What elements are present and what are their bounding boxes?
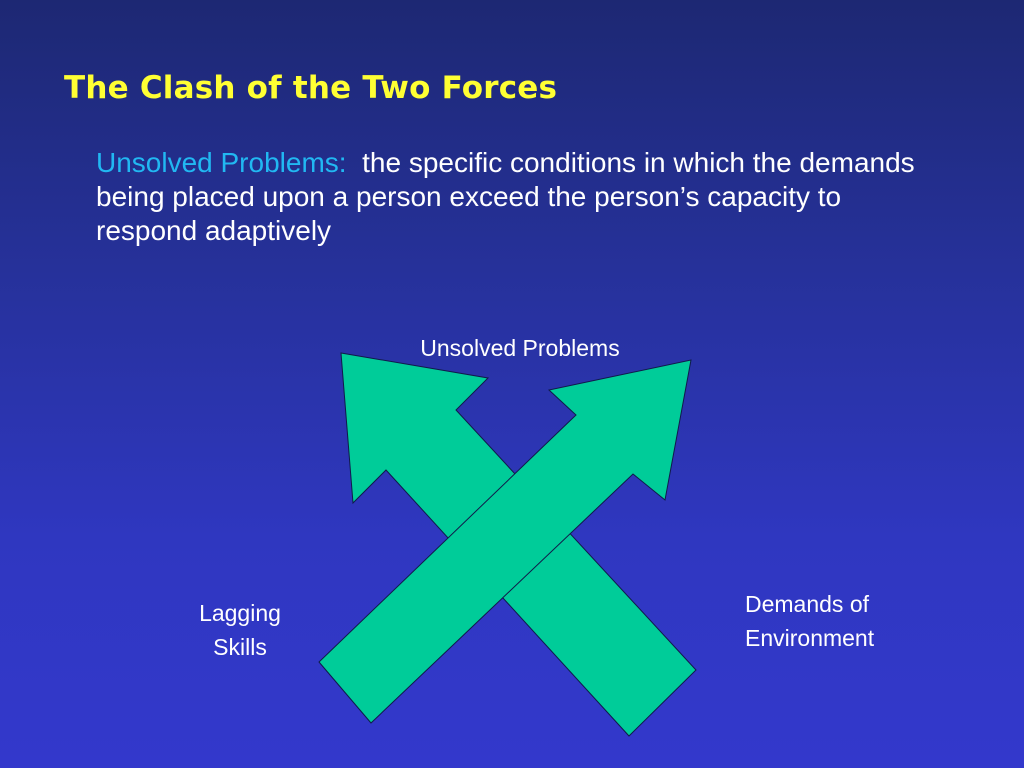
left-pointing-arrow — [340, 352, 697, 737]
right-pointing-arrow — [318, 359, 692, 724]
definition-term: Unsolved Problems: — [96, 147, 347, 178]
definition-body: the specific conditions in which the dem… — [96, 147, 915, 246]
label-demands-line-2: Environment — [745, 625, 875, 651]
label-lagging-skills: Lagging Skills — [170, 596, 310, 664]
slide-title: The Clash of the Two Forces — [64, 70, 558, 106]
label-demands-of-environment: Demands of Environment — [745, 587, 945, 655]
definition-text: Unsolved Problems: the specific conditio… — [96, 146, 926, 248]
label-lagging-skills-line-1: Lagging — [199, 600, 281, 626]
label-lagging-skills-line-2: Skills — [213, 634, 267, 660]
label-demands-line-1: Demands of — [745, 591, 870, 617]
label-unsolved-problems: Unsolved Problems — [420, 335, 620, 361]
